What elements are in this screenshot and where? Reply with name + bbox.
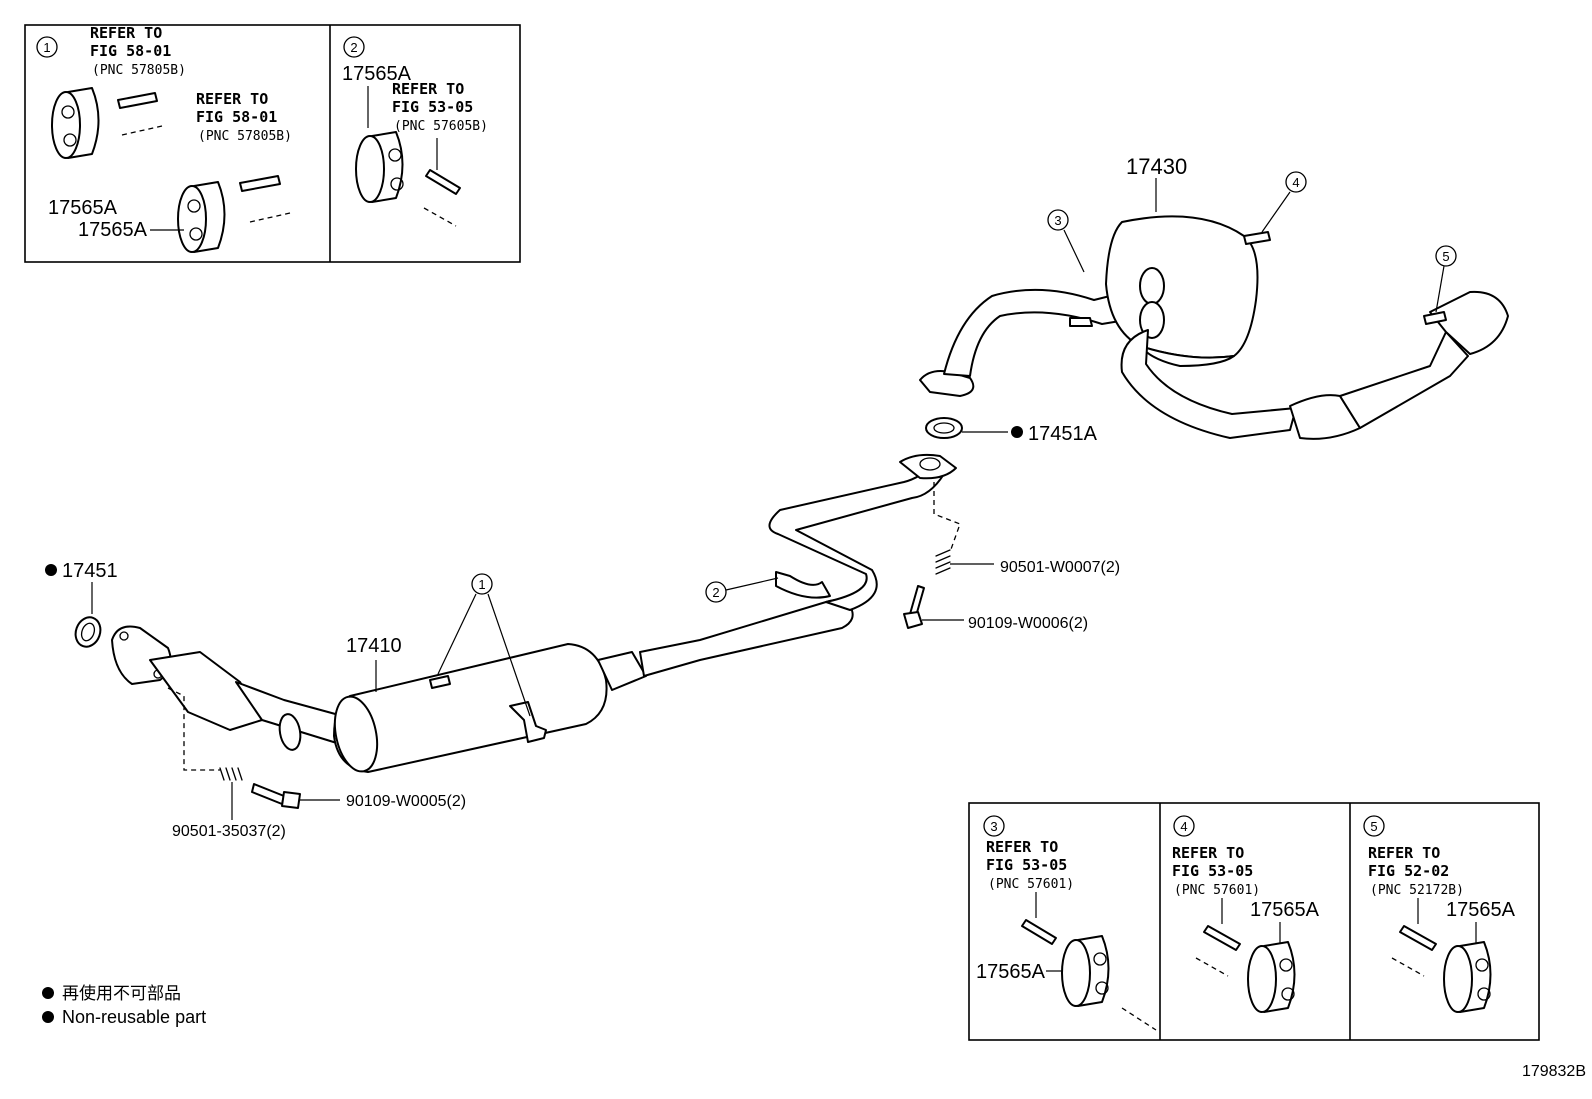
hanger-rod-hidden [249,212,291,223]
ref-5-line1: REFER TO [1368,844,1440,862]
ref-1a-line3: (PNC 57805B) [92,63,186,78]
callout-marker-3 [1047,209,1069,231]
rubber-hanger-icon [355,131,404,203]
figure-id: 179832B [1522,1063,1586,1080]
hanger-rod [425,169,461,195]
callout-marker-2 [343,36,365,58]
intermediate-pipe [639,453,957,677]
ref-3-line3: (PNC 57601) [988,877,1074,892]
non-reusable-dot-icon [45,564,57,576]
part-17565a-label: 17565A [1250,899,1320,921]
hanger-rod-hidden [1121,1007,1157,1031]
callout-marker-5-text: 5 [1370,819,1377,834]
part-17565a-label: 17565A [78,219,148,241]
part-17410-label: 17410 [346,635,402,657]
hanger-rod-hidden [1195,957,1229,977]
ref-2-line1: REFER TO [392,80,464,98]
ref-1a-line1: REFER TO [90,24,162,42]
part-17565a-label: 17565A [1446,899,1516,921]
callout-marker-5 [1435,245,1457,267]
ref-4-line1: REFER TO [1172,844,1244,862]
detail-2: 2 17565A REFER TO FIG 53-05 (PNC 57605B) [342,36,488,227]
hanger-rod-hidden [423,207,457,227]
detail-4: 4 REFER TO FIG 53-05 (PNC 57601) 17565A [1172,815,1320,1013]
ref-3-line1: REFER TO [986,838,1058,856]
front-gasket [74,582,102,648]
part-17565a-label: 17565A [976,961,1046,983]
detail-1: 1 REFER TO FIG 58-01 (PNC 57805B) REFER … [36,24,292,253]
rear-gasket [925,417,1008,439]
callout-marker-4 [1285,171,1307,193]
legend-english: Non-reusable part [62,1007,206,1027]
non-reusable-dot-icon [42,987,54,999]
legend: 再使用不可部品 Non-reusable part [42,983,206,1027]
callout-1-text: 1 [478,577,485,592]
callout-marker-4 [1173,815,1195,837]
legend-japanese: 再使用不可部品 [62,983,181,1003]
hanger-rod [1021,919,1057,945]
part-17451-label: 17451 [62,560,118,582]
non-reusable-dot-icon [42,1011,54,1023]
part-17565a-label: 17565A [342,63,412,85]
callout-5-text: 5 [1442,249,1449,264]
part-17451a-label: 17451A [1028,423,1098,445]
ref-1a-line2: FIG 58-01 [90,42,171,60]
callout-marker-2 [705,581,727,603]
rubber-hanger-icon [51,87,100,159]
callout-marker-1 [36,36,58,58]
ref-1b-line2: FIG 58-01 [196,108,277,126]
part-90501-35037-label: 90501-35037(2) [172,823,286,840]
callout-marker-3-text: 3 [990,819,997,834]
hanger-rod-hidden [121,125,163,136]
callout-marker-1-text: 1 [43,40,50,55]
detail-5: 5 REFER TO FIG 52-02 (PNC 52172B) 17565A [1363,815,1516,1013]
rubber-hanger-icon [1443,941,1492,1013]
ref-1b-line1: REFER TO [196,90,268,108]
callout-marker-2-text: 2 [350,40,357,55]
rear-spring-bolt [903,482,994,629]
hanger-rod [117,92,158,109]
non-reusable-dot-icon [1011,426,1023,438]
ref-5-line2: FIG 52-02 [1368,862,1449,880]
ref-2-line3: (PNC 57605B) [394,119,488,134]
callout-4-text: 4 [1292,175,1299,190]
ref-3-line2: FIG 53-05 [986,856,1067,874]
rubber-hanger-icon [177,181,226,253]
detail-box-1-2 [24,24,521,263]
callout-marker-5 [1363,815,1385,837]
callout-marker-3 [983,815,1005,837]
hanger-rod [1203,925,1241,951]
hanger-rod-hidden [1391,957,1425,977]
hanger-rod [1399,925,1437,951]
detail-3: 3 REFER TO FIG 53-05 (PNC 57601) 17565A [976,815,1157,1031]
ref-5-line3: (PNC 52172B) [1370,883,1464,898]
callout-3-text: 3 [1054,213,1061,228]
ref-4-line2: FIG 53-05 [1172,862,1253,880]
center-muffler [333,643,647,773]
part-90109-w0006-label: 90109-W0006(2) [968,615,1088,632]
rubber-hanger-icon [1061,935,1110,1007]
rubber-hanger-icon [1247,941,1296,1013]
front-spring-bolt [167,687,340,820]
part-90109-w0005-label: 90109-W0005(2) [346,793,466,810]
hanger-rod [239,175,281,192]
front-pipe-catalyst [111,625,351,751]
ref-4-line3: (PNC 57601) [1174,883,1260,898]
part-90501-w0007-label: 90501-W0007(2) [1000,559,1120,576]
rear-muffler [919,178,1509,440]
callout-2-text: 2 [712,585,719,600]
callout-marker-1 [471,573,493,595]
ref-1b-line3: (PNC 57805B) [198,129,292,144]
part-17430-label: 17430 [1126,154,1187,179]
callout-marker-4-text: 4 [1180,819,1187,834]
part-17565a-label: 17565A [48,197,118,219]
ref-2-line2: FIG 53-05 [392,98,473,116]
detail-box-3-4-5 [968,802,1540,1041]
